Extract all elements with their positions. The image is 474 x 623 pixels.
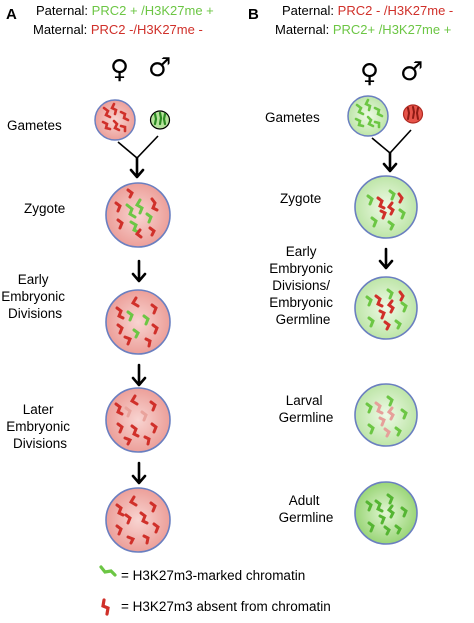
panel-b-stage-early-embryonic: Early Embryonic Divisions/ Embryonic Ger…: [269, 244, 337, 327]
panel-b-letter: B: [248, 6, 259, 23]
panel-a-female-symbol: ♀: [110, 55, 129, 85]
panel-a-maternal-label: Maternal:: [33, 22, 91, 37]
panel-a-paternal: Paternal: PRC2 + /H3K27me +: [36, 3, 214, 18]
panel-a-arrow-3: [131, 363, 147, 387]
panel-a-fertilization-merge: [117, 135, 159, 160]
panel-b-stage-larval-germline: Larval Germline: [279, 393, 334, 425]
panel-b-larval-germline-cell: [354, 383, 418, 447]
panel-b-male-symbol: ♂: [400, 57, 423, 87]
panel-b-female-symbol: ♀: [360, 59, 379, 89]
panel-b-early-embryonic-cell: [354, 276, 418, 340]
panel-a-male-symbol: ♂: [148, 53, 171, 83]
panel-a-stage-gametes: Gametes: [7, 118, 62, 133]
panel-b-paternal-value: PRC2 - /H3K27me -: [338, 3, 454, 18]
legend-red-chromatin-swatch: [101, 598, 110, 616]
panel-a-stage-early-embryonic-divisions: Early Embryonic Divisions: [1, 272, 69, 321]
panel-a-later-embryonic-cell: [105, 387, 171, 453]
panel-a-arrow-1: [129, 156, 145, 179]
panel-b-maternal-label: Maternal:: [275, 22, 333, 37]
legend-green-text: = H3K27m3-marked chromatin: [121, 568, 305, 583]
panel-a-stage-later-embryonic-divisions: Later Embryonic Divisions: [6, 402, 74, 451]
panel-b-sperm-cell: [402, 104, 424, 124]
panel-b-stage-gametes: Gametes: [265, 110, 320, 125]
panel-a-letter: A: [6, 6, 17, 23]
legend: = H3K27m3-marked chromatin = H3K27m3 abs…: [99, 565, 331, 616]
panel-a-stage-zygote: Zygote: [24, 201, 65, 216]
panel-a-maternal: Maternal: PRC2 -/H3K27me -: [33, 22, 203, 37]
panel-a-early-embryonic-cell: [105, 289, 171, 355]
panel-b-adult-germline-cell: [354, 481, 418, 545]
legend-green-chromatin-swatch: [99, 565, 117, 577]
panel-a-egg-cell: [94, 99, 136, 141]
panel-b-paternal-label: Paternal:: [282, 3, 338, 18]
panel-b-zygote-cell: [354, 175, 418, 239]
panel-b-paternal: Paternal: PRC2 - /H3K27me -: [282, 3, 453, 18]
panel-a-arrow-2: [131, 259, 147, 283]
panel-b-arrow-2: [378, 247, 394, 270]
panel-b-stage-zygote: Zygote: [280, 191, 321, 206]
panel-a-paternal-value: PRC2 + /H3K27me +: [92, 3, 214, 18]
panel-a-zygote-cell: [105, 182, 171, 248]
panel-a-paternal-label: Paternal:: [36, 3, 92, 18]
panel-a-sperm-cell: [149, 110, 171, 130]
panel-b-maternal: Maternal: PRC2+ /H3K27me +: [275, 22, 451, 37]
panel-b-egg-cell: [347, 95, 389, 137]
panel-b-arrow-1: [382, 151, 398, 173]
panel-b-maternal-value: PRC2+ /H3K27me +: [333, 22, 452, 37]
panel-b-stage-adult-germline: Adult Germline: [279, 493, 334, 525]
panel-a-final-cell: [105, 487, 171, 553]
panel-a-arrow-4: [131, 461, 147, 485]
legend-red-text: = H3K27m3 absent from chromatin: [121, 599, 331, 614]
panel-a-maternal-value: PRC2 -/H3K27me -: [91, 22, 203, 37]
